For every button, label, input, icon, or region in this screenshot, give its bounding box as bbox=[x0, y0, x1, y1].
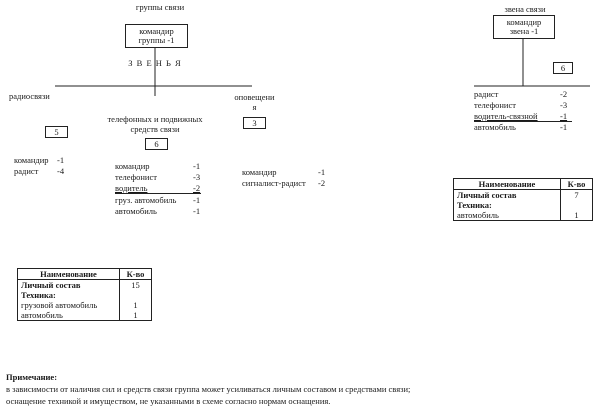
table-cell-name: Техника: bbox=[17, 290, 120, 300]
phone-item-qty: -3 bbox=[193, 172, 201, 182]
note-title: Примечание: bbox=[6, 372, 58, 382]
table-header-name: Наименование bbox=[453, 178, 561, 190]
zveno-commander-text: командир звена -1 bbox=[506, 17, 542, 36]
zvenya-label: З В Е Н Ь Я bbox=[128, 58, 182, 68]
table-cell-qty: 1 bbox=[560, 210, 593, 221]
table-row: Техника: bbox=[17, 290, 152, 300]
zveno-commander-box: командир звена -1 bbox=[493, 15, 555, 39]
zveno-item-name: водитель-связной bbox=[474, 111, 538, 121]
table-row: Личный состав 15 bbox=[17, 279, 152, 290]
underline-divider bbox=[115, 193, 201, 194]
note-line-1: в зависимости от наличия сил и средств с… bbox=[6, 384, 411, 394]
radio-item-name: радист bbox=[14, 166, 39, 176]
radio-item-qty: -1 bbox=[57, 155, 65, 165]
table-cell-name: Личный состав bbox=[453, 189, 561, 200]
zveno-summary-table: Наименование К-во Личный состав 7 Техник… bbox=[453, 178, 593, 221]
phone-item-name: автомобиль bbox=[115, 206, 157, 216]
phone-item-qty: -1 bbox=[193, 195, 201, 205]
zveno-count: 6 bbox=[553, 62, 573, 74]
alert-item-name: командир bbox=[242, 167, 277, 177]
table-cell-name: Личный состав bbox=[17, 279, 120, 290]
phone-item-qty: -1 bbox=[193, 161, 201, 171]
zveno-title: звена связи bbox=[504, 4, 546, 14]
zveno-item-name: автомобиль bbox=[474, 122, 516, 132]
zveno-item-name: радист bbox=[474, 89, 499, 99]
branch-alert-count: 3 bbox=[243, 117, 266, 129]
phone-item-name: командир bbox=[115, 161, 150, 171]
group-summary-table: Наименование К-во Личный состав 15 Техни… bbox=[17, 268, 152, 321]
phone-item-qty: -1 bbox=[193, 206, 201, 216]
table-cell-qty: 1 bbox=[119, 300, 152, 310]
radio-item-qty: -4 bbox=[57, 166, 65, 176]
table-cell-qty: 1 bbox=[119, 310, 152, 321]
group-title: группы связи bbox=[135, 2, 185, 12]
table-cell-qty bbox=[119, 290, 152, 300]
phone-item-qty: -2 bbox=[193, 183, 201, 193]
branch-phone-label: телефонных и подвижных средств связи bbox=[107, 114, 203, 134]
zveno-item-qty: -1 bbox=[560, 122, 568, 132]
branch-radio-count: 5 bbox=[45, 126, 68, 138]
alert-item-qty: -1 bbox=[318, 167, 326, 177]
phone-item-name: груз. автомобиль bbox=[115, 195, 177, 205]
table-header-qty: К-во bbox=[119, 268, 152, 280]
table-header-row: Наименование К-во bbox=[453, 178, 593, 190]
group-commander-box: командир группы -1 bbox=[125, 24, 188, 48]
phone-item-name: телефонист bbox=[115, 172, 157, 182]
branch-alert-label: оповещени я bbox=[234, 92, 275, 112]
zveno-item-qty: -2 bbox=[560, 89, 568, 99]
table-row: автомобиль 1 bbox=[17, 310, 152, 321]
underline-divider bbox=[474, 121, 572, 122]
phone-item-name: водитель bbox=[115, 183, 148, 193]
table-cell-qty: 7 bbox=[560, 189, 593, 200]
radio-item-name: командир bbox=[14, 155, 49, 165]
table-cell-name: автомобиль bbox=[453, 210, 561, 221]
alert-item-name: сигналист-радист bbox=[242, 178, 306, 188]
table-header-name: Наименование bbox=[17, 268, 120, 280]
table-cell-name: автомобиль bbox=[17, 310, 120, 321]
branch-radio-label: радиосвязи bbox=[9, 91, 50, 101]
zveno-item-name: телефонист bbox=[474, 100, 516, 110]
table-row: автомобиль 1 bbox=[453, 210, 593, 221]
table-header-qty: К-во bbox=[560, 178, 593, 190]
table-row: грузовой автомобиль 1 bbox=[17, 300, 152, 310]
alert-item-qty: -2 bbox=[318, 178, 326, 188]
zveno-item-qty: -1 bbox=[560, 111, 568, 121]
table-cell-qty bbox=[560, 200, 593, 210]
table-cell-name: Техника: bbox=[453, 200, 561, 210]
table-row: Техника: bbox=[453, 200, 593, 210]
table-row: Личный состав 7 bbox=[453, 189, 593, 200]
branch-phone-count: 6 bbox=[145, 138, 168, 150]
zveno-item-qty: -3 bbox=[560, 100, 568, 110]
table-cell-qty: 15 bbox=[119, 279, 152, 290]
group-commander-text: командир группы -1 bbox=[138, 26, 175, 45]
note-line-2: оснащение техникой и имуществом, не указ… bbox=[6, 396, 331, 406]
table-header-row: Наименование К-во bbox=[17, 268, 152, 280]
table-cell-name: грузовой автомобиль bbox=[17, 300, 120, 310]
